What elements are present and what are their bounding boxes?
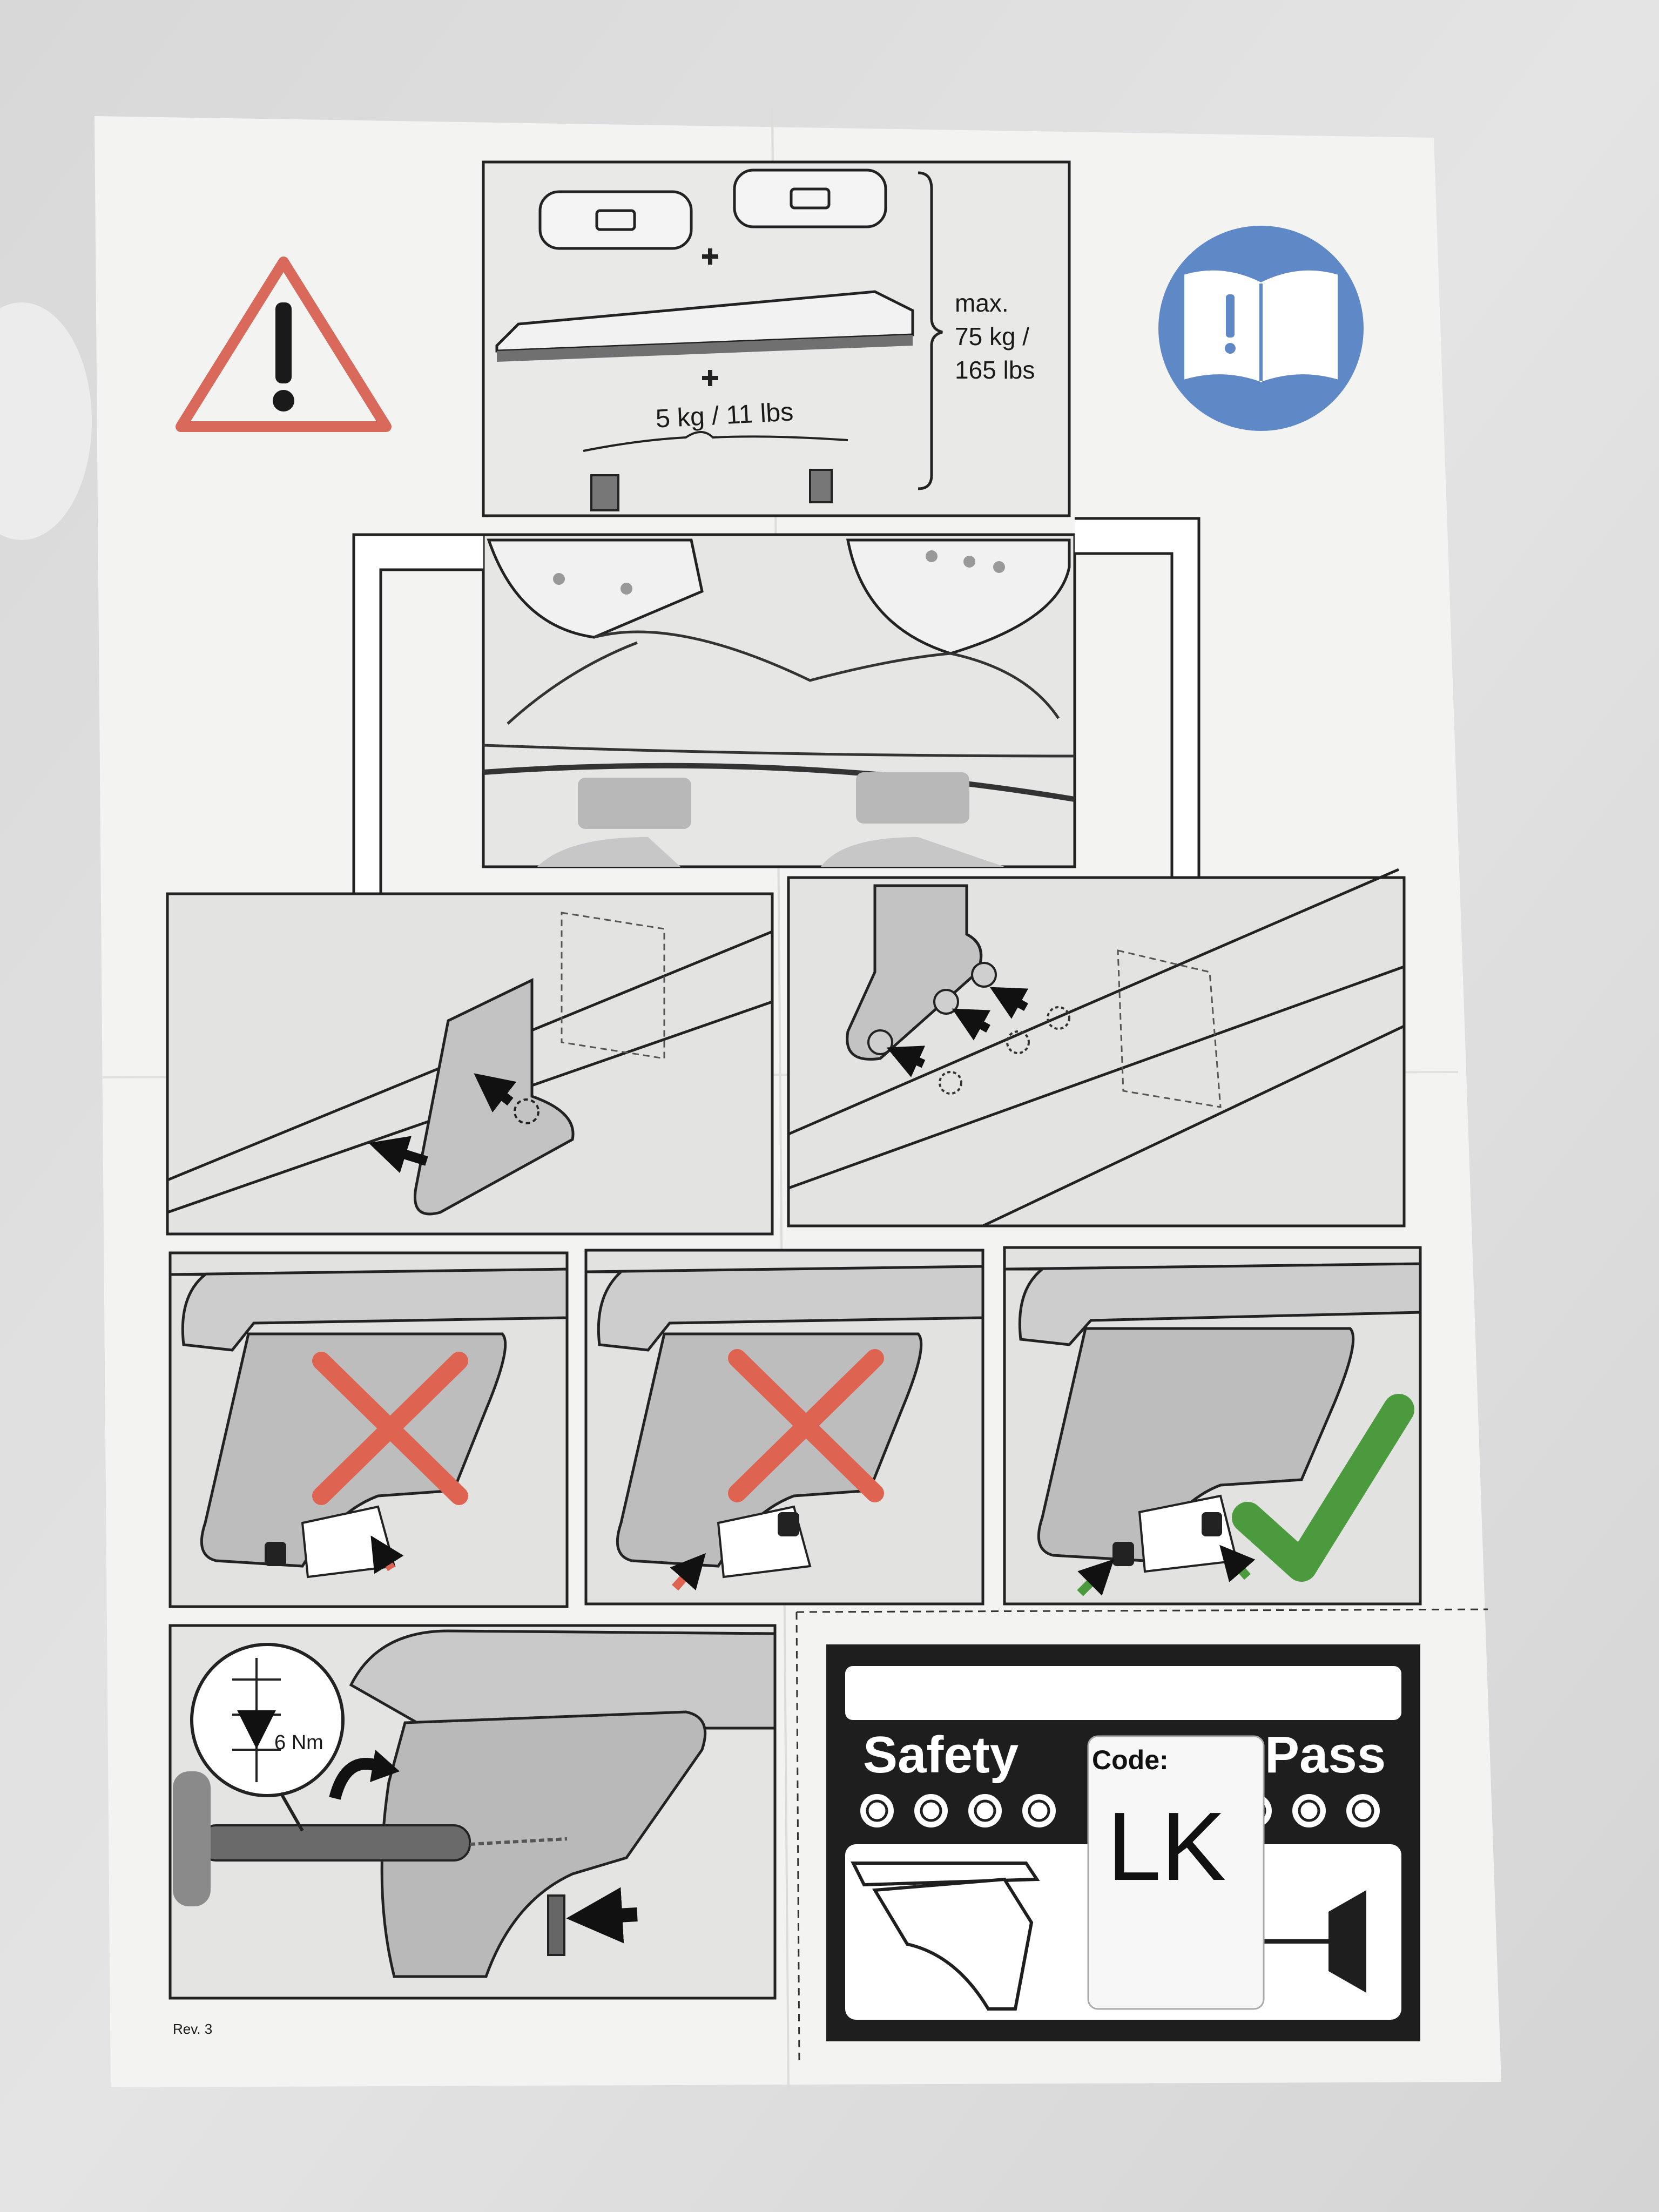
code-label: Code:	[1092, 1745, 1169, 1775]
panel-wrong-2	[584, 1249, 984, 1606]
revision-label: Rev. 3	[173, 2021, 213, 2037]
check-icon	[1232, 1394, 1414, 1582]
max-load-line-3: 165 lbs	[955, 356, 1035, 384]
panel-torque	[168, 1624, 777, 2000]
warning-triangle-icon	[176, 257, 392, 432]
safety-word: Safety	[863, 1726, 1019, 1784]
panel-boot-lid	[482, 533, 1076, 868]
panel-pad-fit-b	[787, 868, 1406, 1228]
torque-label: 6 Nm	[274, 1731, 323, 1754]
safety-pass-card	[826, 1644, 1420, 2041]
panel-correct	[1003, 1246, 1422, 1606]
panel-max-load	[482, 160, 1071, 517]
cross-icon	[728, 1349, 884, 1502]
pass-word: Pass	[1265, 1726, 1386, 1784]
panel-pad-fit-a	[166, 892, 774, 1236]
max-load-label: max. 75 kg / 165 lbs	[955, 286, 1074, 387]
max-load-line-1: max.	[955, 289, 1009, 317]
cut-line	[795, 1608, 1488, 2063]
code-value: LK	[1107, 1792, 1226, 1901]
panel-wrong-1	[168, 1251, 569, 1608]
cross-icon	[312, 1352, 468, 1505]
max-load-line-2: 75 kg /	[955, 322, 1030, 350]
read-manual-icon	[1158, 226, 1364, 431]
